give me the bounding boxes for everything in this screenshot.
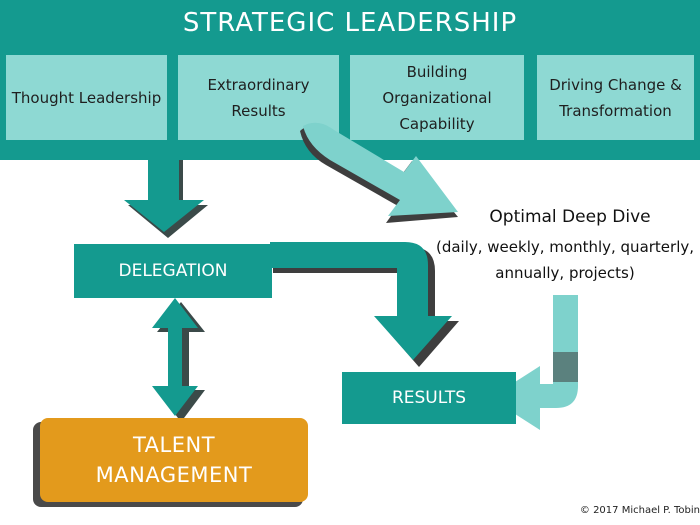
arrow-banner-to-delegation <box>124 156 208 238</box>
copyright-notice: © 2017 Michael P. Tobin <box>579 505 700 516</box>
pillar-building-capability: Building Organizational Capability <box>350 55 524 140</box>
talent-management-box: TALENT MANAGEMENT <box>40 418 308 502</box>
pillar-thought-leadership: Thought Leadership <box>6 55 167 140</box>
arrow-pillars-to-deep-dive <box>300 122 458 223</box>
talent-management-label: TALENT MANAGEMENT <box>95 433 253 487</box>
deep-dive-subtitle: (daily, weekly, monthly, quarterly, annu… <box>435 238 695 282</box>
arrow-delegation-to-results <box>270 242 459 367</box>
arrow-delegation-talent-bidirectional <box>152 298 205 422</box>
results-box: RESULTS <box>342 372 516 424</box>
diagram-title: STRATEGIC LEADERSHIP <box>182 8 518 38</box>
deep-dive-title: Optimal Deep Dive <box>489 207 651 227</box>
pillar-driving-change: Driving Change & Transformation <box>537 55 694 140</box>
delegation-box: DELEGATION <box>74 244 272 298</box>
